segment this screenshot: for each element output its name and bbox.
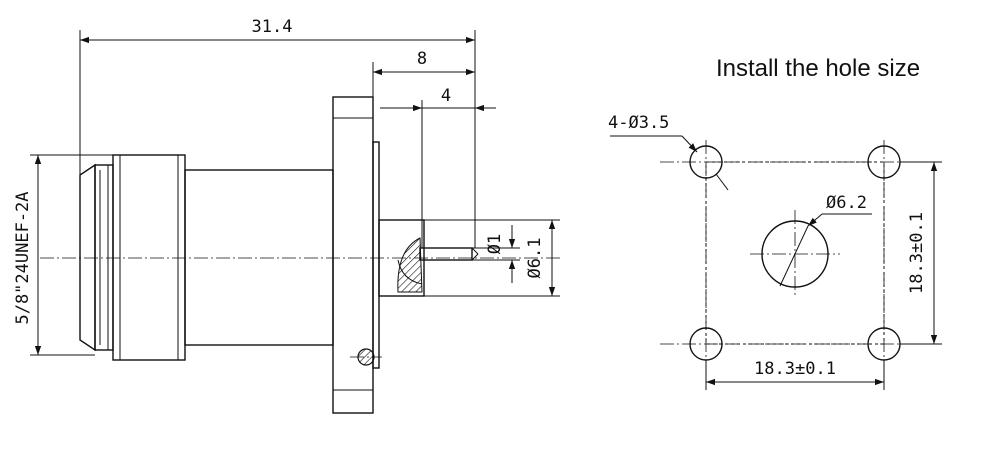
thread-spec-label: 5/8"24UNEF-2A [13,191,33,324]
vertical-spacing-label: 18.3±0.1 [907,212,927,294]
center-hole-callout: Ø6.2 [779,193,872,287]
center-hole-label: Ø6.2 [826,193,867,213]
hole-pattern-title: Install the hole size [716,55,920,82]
pin-diameter-label: Ø1 [485,234,505,254]
dimension-insulator-diameter: Ø6.1 [424,219,560,297]
mount-holes-label: 4-Ø3.5 [608,113,669,133]
insulator-and-contact [378,219,479,297]
pin-length-label: 4 [441,86,451,106]
mount-holes-callout: 4-Ø3.5 [608,113,729,191]
barrel-body [184,169,334,346]
connector-side-view: 31.4 8 4 Ø1 Ø6.1 [13,17,560,414]
mounting-hole-pattern: Install the hole size 4-Ø3.5 Ø6.2 [608,55,942,390]
flange-to-end-label: 8 [417,49,427,69]
insulator-diameter-label: Ø6.1 [525,238,545,279]
dimension-overall-length: 31.4 [79,17,476,248]
dimension-vertical-spacing: 18.3±0.1 [900,161,942,345]
dimension-pin-length: 4 [380,86,496,248]
dimension-flange-to-end: 8 [372,49,475,97]
mounting-flange [332,96,382,414]
dimension-thread: 5/8"24UNEF-2A [13,154,113,356]
dimension-pin-diameter: Ø1 [472,225,520,283]
coupling-nut [79,154,186,361]
horizontal-spacing-label: 18.3±0.1 [754,359,836,379]
mount-hole-top-left [689,145,723,179]
dimension-horizontal-spacing: 18.3±0.1 [705,359,885,390]
overall-length-label: 31.4 [252,17,293,37]
